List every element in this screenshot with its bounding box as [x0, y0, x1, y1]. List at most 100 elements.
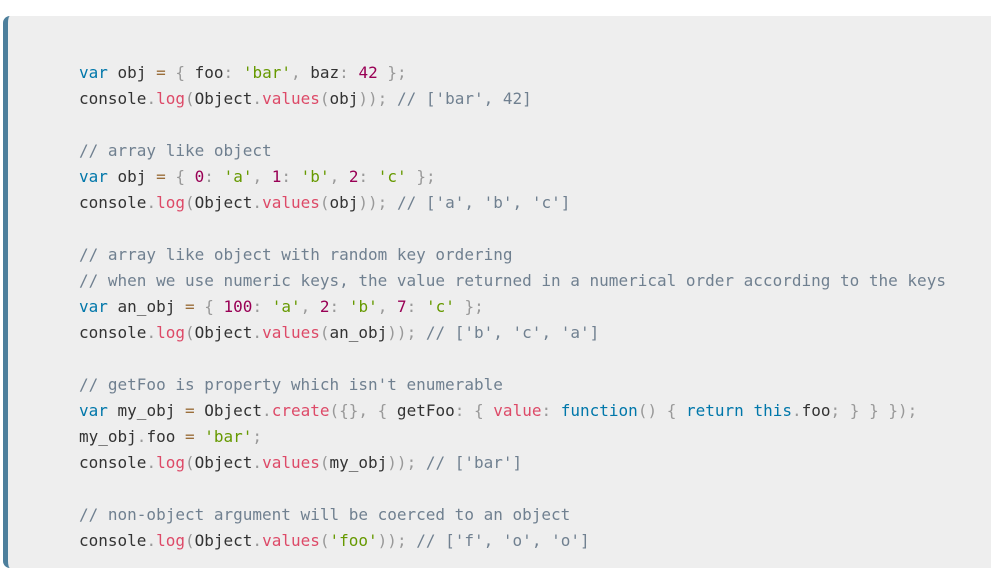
code-token-num: 100: [223, 297, 253, 316]
code-token-pl: [551, 401, 561, 420]
code-token-op: =: [156, 63, 166, 82]
code-token-pl: foo: [801, 401, 831, 420]
code-token-pun: {: [175, 63, 185, 82]
code-token-num: 2: [348, 167, 359, 186]
code-token-pl: [310, 297, 320, 316]
code-token-pl: [416, 453, 426, 472]
code-token-cm: // array like object: [79, 141, 272, 160]
code-token-pun: (: [319, 453, 330, 472]
code-token-pun: };: [464, 297, 484, 316]
code-token-pun: ,: [329, 167, 340, 186]
code-token-pun: ));: [358, 193, 388, 212]
code-token-fn: log: [156, 531, 185, 550]
code-token-num: 1: [271, 167, 282, 186]
code-token-pl: [339, 297, 349, 316]
code-line: console.log(Object.values('foo')); // ['…: [79, 528, 946, 554]
code-line: console.log(Object.values(my_obj)); // […: [79, 450, 946, 476]
code-token-pun: {: [175, 167, 185, 186]
code-line: // non-object argument will be coerced t…: [79, 502, 946, 528]
code-token-pl: [407, 167, 417, 186]
code-token-cm: // ['b', 'c', 'a']: [425, 323, 600, 342]
code-token-cm: // ['bar', 42]: [396, 89, 532, 108]
code-token-pun: .: [252, 531, 263, 550]
code-token-pun: };: [387, 63, 407, 82]
code-token-pl: [378, 63, 388, 82]
code-line: var an_obj = { 100: 'a', 2: 'b', 7: 'c' …: [79, 294, 946, 320]
code-token-pl: Object: [194, 453, 253, 472]
code-line: // array like object with random key ord…: [79, 242, 946, 268]
code-token-fn: value: [493, 401, 542, 420]
code-token-fn: create: [271, 401, 330, 420]
code-token-kw: var: [79, 297, 108, 316]
code-token-pun: :: [281, 167, 292, 186]
code-line: console.log(Object.values(obj)); // ['a'…: [79, 190, 946, 216]
code-token-str: 'b': [300, 167, 330, 186]
code-token-pl: obj: [107, 167, 157, 186]
code-token-pun: :: [454, 401, 465, 420]
code-token-pl: [368, 401, 378, 420]
code-token-pl: [349, 63, 359, 82]
code-token-kw: var: [79, 63, 108, 82]
code-token-pl: [484, 401, 494, 420]
code-token-pl: [676, 401, 686, 420]
code-line: ​: [79, 346, 946, 372]
code-token-pl: [416, 323, 426, 342]
code-token-pl: obj: [329, 193, 359, 212]
code-token-pun: .: [146, 89, 157, 108]
code-token-cm: // ['a', 'b', 'c']: [396, 193, 571, 212]
code-line: ​: [79, 476, 946, 502]
code-token-pl: foo: [185, 63, 224, 82]
code-token-pun: {: [474, 401, 484, 420]
code-token-fn: log: [156, 193, 185, 212]
code-line: my_obj.foo = 'bar';: [79, 424, 946, 450]
code-token-pun: .: [146, 323, 157, 342]
code-block: var obj = { foo: 'bar', baz: 42 };consol…: [3, 16, 991, 568]
code-token-pun: (): [637, 401, 658, 420]
code-token-pun: }: [869, 401, 879, 420]
code-token-pl: obj: [329, 89, 359, 108]
code-token-pl: Object: [194, 401, 263, 420]
code-token-pun: ));: [387, 453, 417, 472]
code-token-pl: [214, 167, 224, 186]
code-token-pun: :: [541, 401, 552, 420]
code-token-pl: [464, 401, 474, 420]
code-token-pl: my_obj: [79, 427, 137, 446]
code-token-pl: [859, 401, 869, 420]
code-line: // getFoo is property which isn't enumer…: [79, 372, 946, 398]
code-token-pun: ));: [377, 531, 407, 550]
code-token-pun: });: [888, 401, 918, 420]
code-token-pl: [195, 427, 205, 446]
code-token-pl: Object: [194, 193, 253, 212]
code-token-fn: values: [262, 323, 320, 342]
code-token-pun: ));: [358, 89, 388, 108]
code-token-pun: :: [252, 297, 263, 316]
code-token-pl: [387, 297, 397, 316]
code-token-pl: [166, 63, 176, 82]
code-token-pl: [214, 297, 224, 316]
code-token-pun: ;: [252, 427, 263, 446]
code-token-pl: [262, 297, 272, 316]
code-token-cm: // array like object with random key ord…: [79, 245, 513, 264]
code-token-kw: var: [79, 167, 108, 186]
code-token-kw: this: [753, 401, 792, 420]
code-line: // when we use numeric keys, the value r…: [79, 268, 946, 294]
code-token-str: 'c': [425, 297, 455, 316]
code-token-pl: Object: [194, 531, 253, 550]
code-token-pun: :: [204, 167, 214, 186]
code-token-str: 'bar': [242, 63, 291, 82]
code-token-pl: [387, 193, 397, 212]
code-token-pun: :: [358, 167, 369, 186]
code-line: console.log(Object.values(an_obj)); // […: [79, 320, 946, 346]
code-line: ​: [79, 112, 946, 138]
code-token-kw: var: [79, 401, 108, 420]
code-token-pl: [387, 89, 397, 108]
code-token-fn: values: [262, 89, 320, 108]
code-token-pl: [166, 167, 176, 186]
code-token-fn: log: [156, 89, 185, 108]
code-token-num: 42: [358, 63, 378, 82]
code-token-pl: [262, 167, 272, 186]
code-token-kw: return: [686, 401, 744, 420]
code-token-str: 'b': [348, 297, 378, 316]
code-token-cm: // getFoo is property which isn't enumer…: [79, 375, 503, 394]
code-token-pl: [840, 401, 850, 420]
